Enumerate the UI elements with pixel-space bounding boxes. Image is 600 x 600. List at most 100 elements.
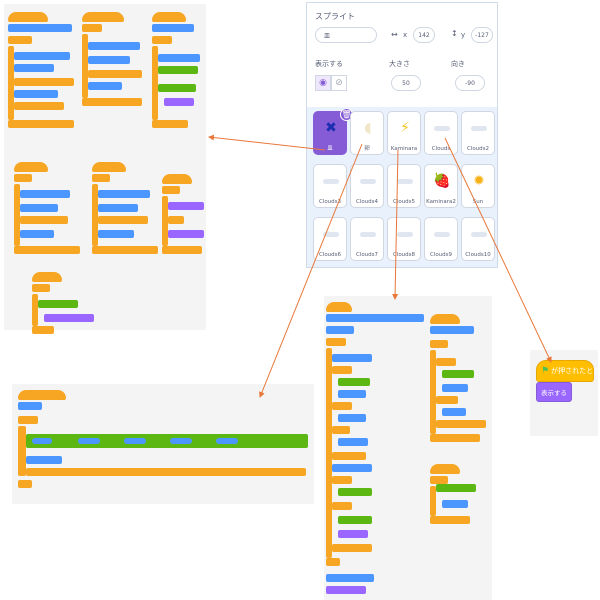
sprite-tile[interactable]: Clouds9 (424, 217, 458, 261)
code-block[interactable] (82, 98, 142, 106)
code-block[interactable] (430, 350, 436, 434)
code-block[interactable] (442, 408, 466, 416)
show-hidden-toggle[interactable]: ⊘ (331, 75, 347, 91)
code-block[interactable] (14, 52, 70, 60)
code-block[interactable] (8, 36, 32, 44)
code-block[interactable] (92, 162, 126, 172)
code-block[interactable] (332, 426, 350, 434)
x-field[interactable]: 142 (413, 27, 435, 43)
code-block[interactable] (332, 544, 372, 552)
code-block[interactable] (162, 196, 168, 246)
code-block[interactable] (14, 90, 58, 98)
code-block[interactable] (88, 56, 130, 64)
code-block[interactable] (436, 396, 458, 404)
code-block[interactable] (8, 120, 74, 128)
code-block[interactable] (162, 186, 180, 194)
sprite-tile[interactable]: ⚡Kaminara (387, 111, 421, 155)
code-block[interactable] (162, 246, 202, 254)
code-block[interactable] (18, 390, 66, 400)
code-block[interactable] (32, 284, 50, 292)
code-block[interactable] (32, 272, 62, 282)
code-block[interactable] (88, 82, 122, 90)
code-block[interactable] (338, 516, 372, 524)
code-block[interactable] (88, 70, 142, 78)
show-block[interactable]: 表示する (536, 382, 572, 402)
code-block[interactable] (20, 230, 54, 238)
y-field[interactable]: -127 (471, 27, 493, 43)
code-block[interactable] (92, 184, 98, 246)
code-block[interactable] (152, 46, 158, 120)
sprite-name-field[interactable]: 皿 (315, 27, 377, 43)
code-block[interactable] (14, 174, 32, 182)
code-block[interactable] (430, 340, 448, 348)
code-block[interactable] (8, 12, 48, 22)
code-block[interactable] (26, 456, 62, 464)
code-block[interactable] (436, 358, 456, 366)
sprite-tile[interactable]: Clouds7 (350, 217, 384, 261)
code-block[interactable] (92, 174, 110, 182)
code-block[interactable] (158, 54, 200, 62)
code-block[interactable] (164, 98, 194, 106)
code-block[interactable] (152, 120, 188, 128)
code-block[interactable] (152, 12, 186, 22)
code-block[interactable] (20, 190, 70, 198)
code-block[interactable] (332, 502, 352, 510)
code-block[interactable] (162, 174, 192, 184)
code-block[interactable] (332, 464, 372, 472)
code-block[interactable] (332, 402, 352, 410)
code-block[interactable] (18, 426, 26, 476)
code-block[interactable] (158, 66, 198, 74)
when-flag-clicked-block[interactable]: ⚑が押されたとき (536, 360, 600, 382)
code-block[interactable] (88, 42, 140, 50)
code-block[interactable] (26, 434, 308, 448)
code-block[interactable] (332, 366, 352, 374)
code-block[interactable] (436, 484, 476, 492)
code-block[interactable] (32, 326, 54, 334)
code-block[interactable] (18, 480, 32, 488)
show-visible-toggle[interactable]: ◉ (315, 75, 331, 91)
code-block[interactable] (32, 294, 38, 326)
code-block[interactable] (442, 370, 474, 378)
code-block[interactable] (20, 204, 58, 212)
code-block[interactable] (332, 452, 366, 460)
code-block[interactable] (18, 416, 38, 424)
code-input[interactable] (78, 438, 100, 444)
code-block[interactable] (98, 230, 134, 238)
direction-field[interactable]: -90 (455, 75, 485, 91)
code-block[interactable] (326, 314, 424, 322)
code-block[interactable] (98, 204, 138, 212)
sprite-tile[interactable]: Clouds8 (387, 217, 421, 261)
sprite-tile[interactable]: Clouds (424, 111, 458, 155)
code-block[interactable] (430, 464, 460, 474)
code-input[interactable] (170, 438, 192, 444)
code-block[interactable] (14, 162, 48, 172)
code-block[interactable] (82, 12, 124, 22)
code-block[interactable] (332, 476, 352, 484)
code-block[interactable] (152, 24, 194, 32)
sprite-tile[interactable]: Clouds10 (461, 217, 495, 261)
code-block[interactable] (442, 384, 468, 392)
sprite-tile[interactable]: Clouds3 (313, 164, 347, 208)
code-input[interactable] (32, 438, 52, 444)
code-block[interactable] (14, 64, 54, 72)
code-block[interactable] (326, 302, 352, 312)
code-block[interactable] (38, 300, 78, 308)
code-block[interactable] (168, 230, 204, 238)
code-block[interactable] (8, 46, 14, 120)
sprite-tile[interactable]: ◖卵 (350, 111, 384, 155)
code-block[interactable] (152, 36, 172, 44)
code-block[interactable] (14, 184, 20, 246)
code-block[interactable] (430, 434, 480, 442)
code-input[interactable] (216, 438, 238, 444)
code-block[interactable] (430, 516, 470, 524)
code-block[interactable] (338, 414, 366, 422)
code-block[interactable] (158, 84, 196, 92)
code-block[interactable] (338, 530, 368, 538)
code-block[interactable] (18, 402, 42, 410)
code-block[interactable] (14, 102, 64, 110)
code-block[interactable] (430, 326, 474, 334)
sprite-tile[interactable]: ✖皿🗑 (313, 108, 353, 155)
code-block[interactable] (44, 314, 94, 322)
code-block[interactable] (332, 354, 372, 362)
code-block[interactable] (92, 246, 158, 254)
